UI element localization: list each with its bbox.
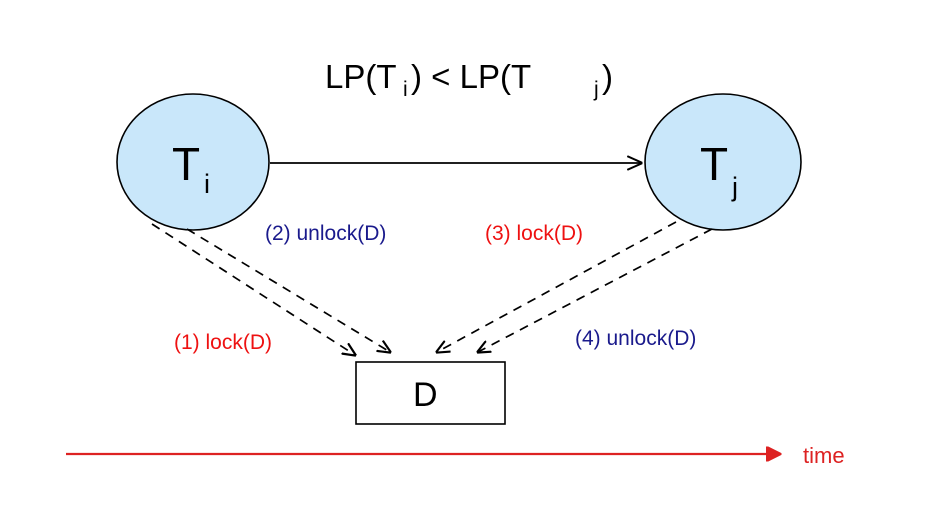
resource-box-shape[interactable] — [355, 361, 506, 425]
title-subscript-j: j — [593, 78, 599, 101]
resource-box-label: D — [413, 376, 438, 414]
node-tj-shape[interactable] — [644, 93, 802, 231]
title-prefix: LP(T — [325, 58, 397, 95]
node-ti[interactable]: T i — [116, 93, 270, 231]
operation-label-3: (3) lock(D) — [485, 222, 583, 245]
operation-label-1: (1) lock(D) — [174, 331, 272, 354]
node-tj-subscript: j — [731, 172, 738, 202]
node-tj[interactable]: T j — [644, 93, 802, 231]
edge-op-2 — [186, 228, 390, 352]
title-subscript-i: i — [403, 78, 408, 101]
resource-box[interactable]: D — [355, 361, 506, 425]
operation-label-2: (2) unlock(D) — [265, 222, 386, 245]
diagram-title: LP(T i ) < LP(T j ) — [325, 58, 613, 101]
title-middle: ) < LP(T — [411, 58, 531, 95]
edge-op-1 — [151, 223, 355, 355]
node-tj-base: T — [700, 138, 728, 190]
edge-op-3 — [437, 221, 677, 352]
node-ti-base: T — [172, 138, 200, 190]
title-suffix: ) — [602, 58, 613, 95]
node-ti-shape[interactable] — [116, 93, 270, 231]
edge-op-4 — [478, 228, 713, 352]
time-axis-label: time — [803, 443, 845, 468]
operation-label-4: (4) unlock(D) — [575, 327, 696, 350]
node-ti-subscript: i — [204, 169, 210, 199]
time-axis: time — [66, 443, 845, 468]
